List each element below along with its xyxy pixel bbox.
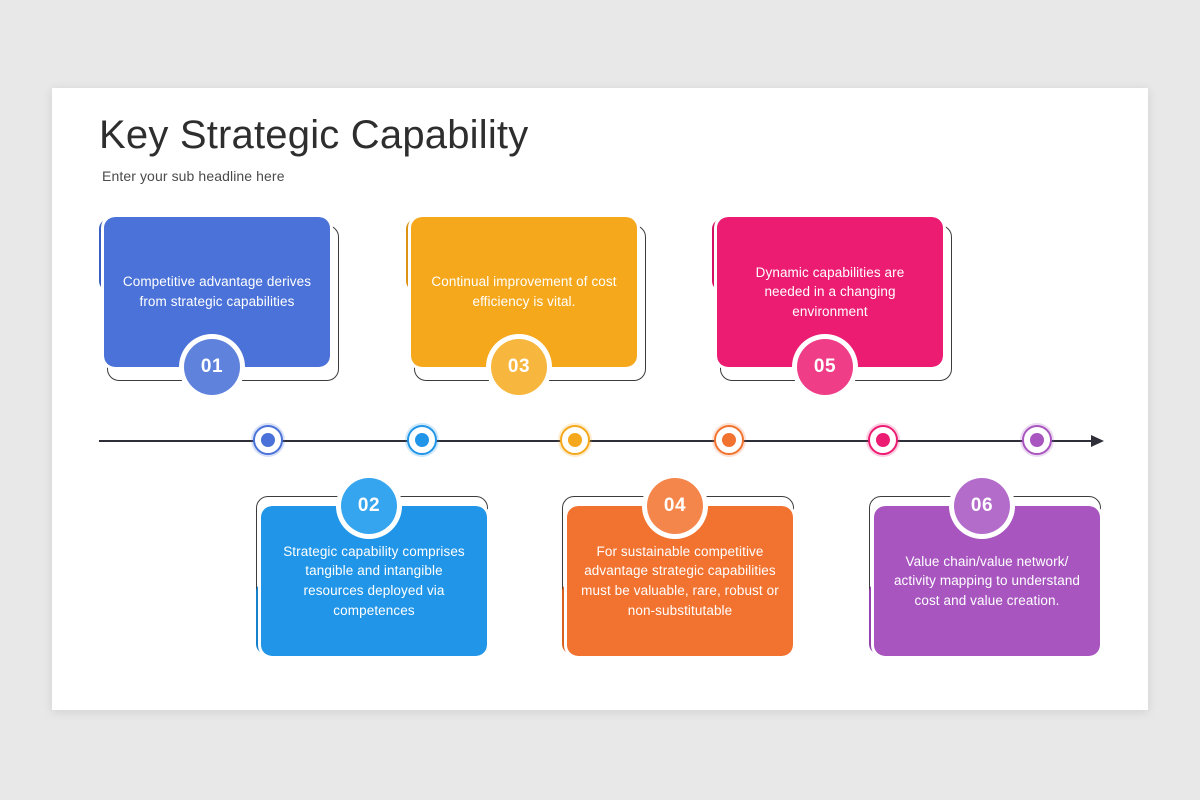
card-02[interactable]: Strategic capability comprises tangible … [256, 478, 492, 659]
card-number-badge[interactable]: 02 [341, 478, 397, 534]
timeline-marker-06[interactable] [1020, 423, 1054, 457]
card-text: For sustainable competitive advantage st… [581, 543, 779, 618]
card-text: Dynamic capabilities are needed in a cha… [755, 264, 905, 319]
card-panel: For sustainable competitive advantage st… [564, 503, 796, 659]
card-number-badge[interactable]: 06 [954, 478, 1010, 534]
card-text: Value chain/value network/ activity mapp… [893, 553, 1081, 608]
card-number-badge[interactable]: 03 [491, 339, 547, 395]
card-panel: Continual improvement of cost efficiency… [408, 214, 640, 370]
page-subtitle: Enter your sub headline here [102, 168, 285, 184]
timeline-line [99, 440, 1091, 442]
timeline-marker-01[interactable] [251, 423, 285, 457]
page-title: Key Strategic Capability [99, 113, 529, 157]
timeline-axis [99, 423, 1104, 457]
card-text: Competitive advantage derives from strat… [122, 274, 312, 309]
card-number-badge[interactable]: 04 [647, 478, 703, 534]
card-01[interactable]: Competitive advantage derives from strat… [99, 214, 339, 395]
timeline-marker-04[interactable] [712, 423, 746, 457]
card-number-badge[interactable]: 01 [184, 339, 240, 395]
card-04[interactable]: For sustainable competitive advantage st… [562, 478, 798, 659]
card-number-badge[interactable]: 05 [797, 339, 853, 395]
arrow-right-icon [1091, 434, 1104, 447]
card-03[interactable]: Continual improvement of cost efficiency… [406, 214, 646, 395]
card-05[interactable]: Dynamic capabilities are needed in a cha… [712, 214, 952, 395]
timeline-marker-03[interactable] [558, 423, 592, 457]
heading-block: Key Strategic Capability Enter your sub … [99, 112, 799, 184]
card-text: Continual improvement of cost efficiency… [431, 274, 617, 309]
card-text: Strategic capability comprises tangible … [283, 543, 465, 618]
card-06[interactable]: Value chain/value network/ activity mapp… [869, 478, 1105, 659]
timeline-marker-02[interactable] [405, 423, 439, 457]
slide-canvas: Key Strategic Capability Enter your sub … [52, 88, 1148, 710]
timeline-marker-05[interactable] [866, 423, 900, 457]
